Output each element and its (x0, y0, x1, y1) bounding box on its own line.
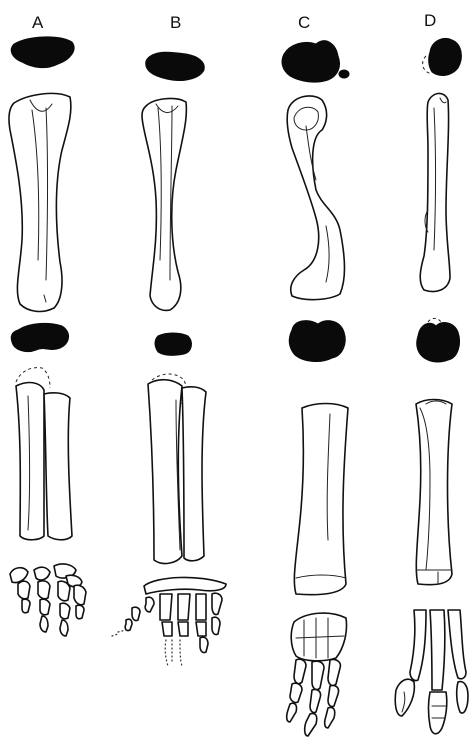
column-b-lower-bones (148, 374, 206, 563)
column-a-lower-bones (16, 368, 72, 540)
column-a-lower-cross-section (11, 323, 68, 351)
column-b: B (112, 13, 226, 666)
column-c-upper-cross-section (282, 41, 349, 82)
column-a-upper-bone (9, 93, 71, 311)
column-d-foot (395, 610, 468, 734)
column-d-lower-bone (416, 400, 452, 585)
column-a-upper-cross-section (11, 37, 74, 68)
column-b-upper-bone (142, 99, 186, 311)
column-b-foot (112, 577, 226, 666)
column-c-upper-bone (287, 96, 344, 300)
column-c-lower-bone (294, 404, 348, 595)
column-d-lower-cross-section (417, 318, 460, 362)
column-d: D (395, 11, 468, 734)
column-c-label: C (298, 13, 310, 32)
column-b-label: B (170, 13, 181, 32)
column-d-upper-cross-section (423, 39, 462, 76)
column-a: A (9, 13, 86, 636)
column-b-upper-cross-section (146, 52, 205, 80)
column-c-foot (287, 613, 347, 736)
column-d-upper-bone (420, 93, 450, 291)
column-a-label: A (32, 13, 44, 32)
column-b-lower-cross-section (155, 333, 191, 355)
column-d-label: D (424, 11, 436, 30)
column-a-foot (10, 564, 86, 636)
column-c-lower-cross-section (289, 321, 345, 362)
column-c: C (282, 13, 349, 736)
